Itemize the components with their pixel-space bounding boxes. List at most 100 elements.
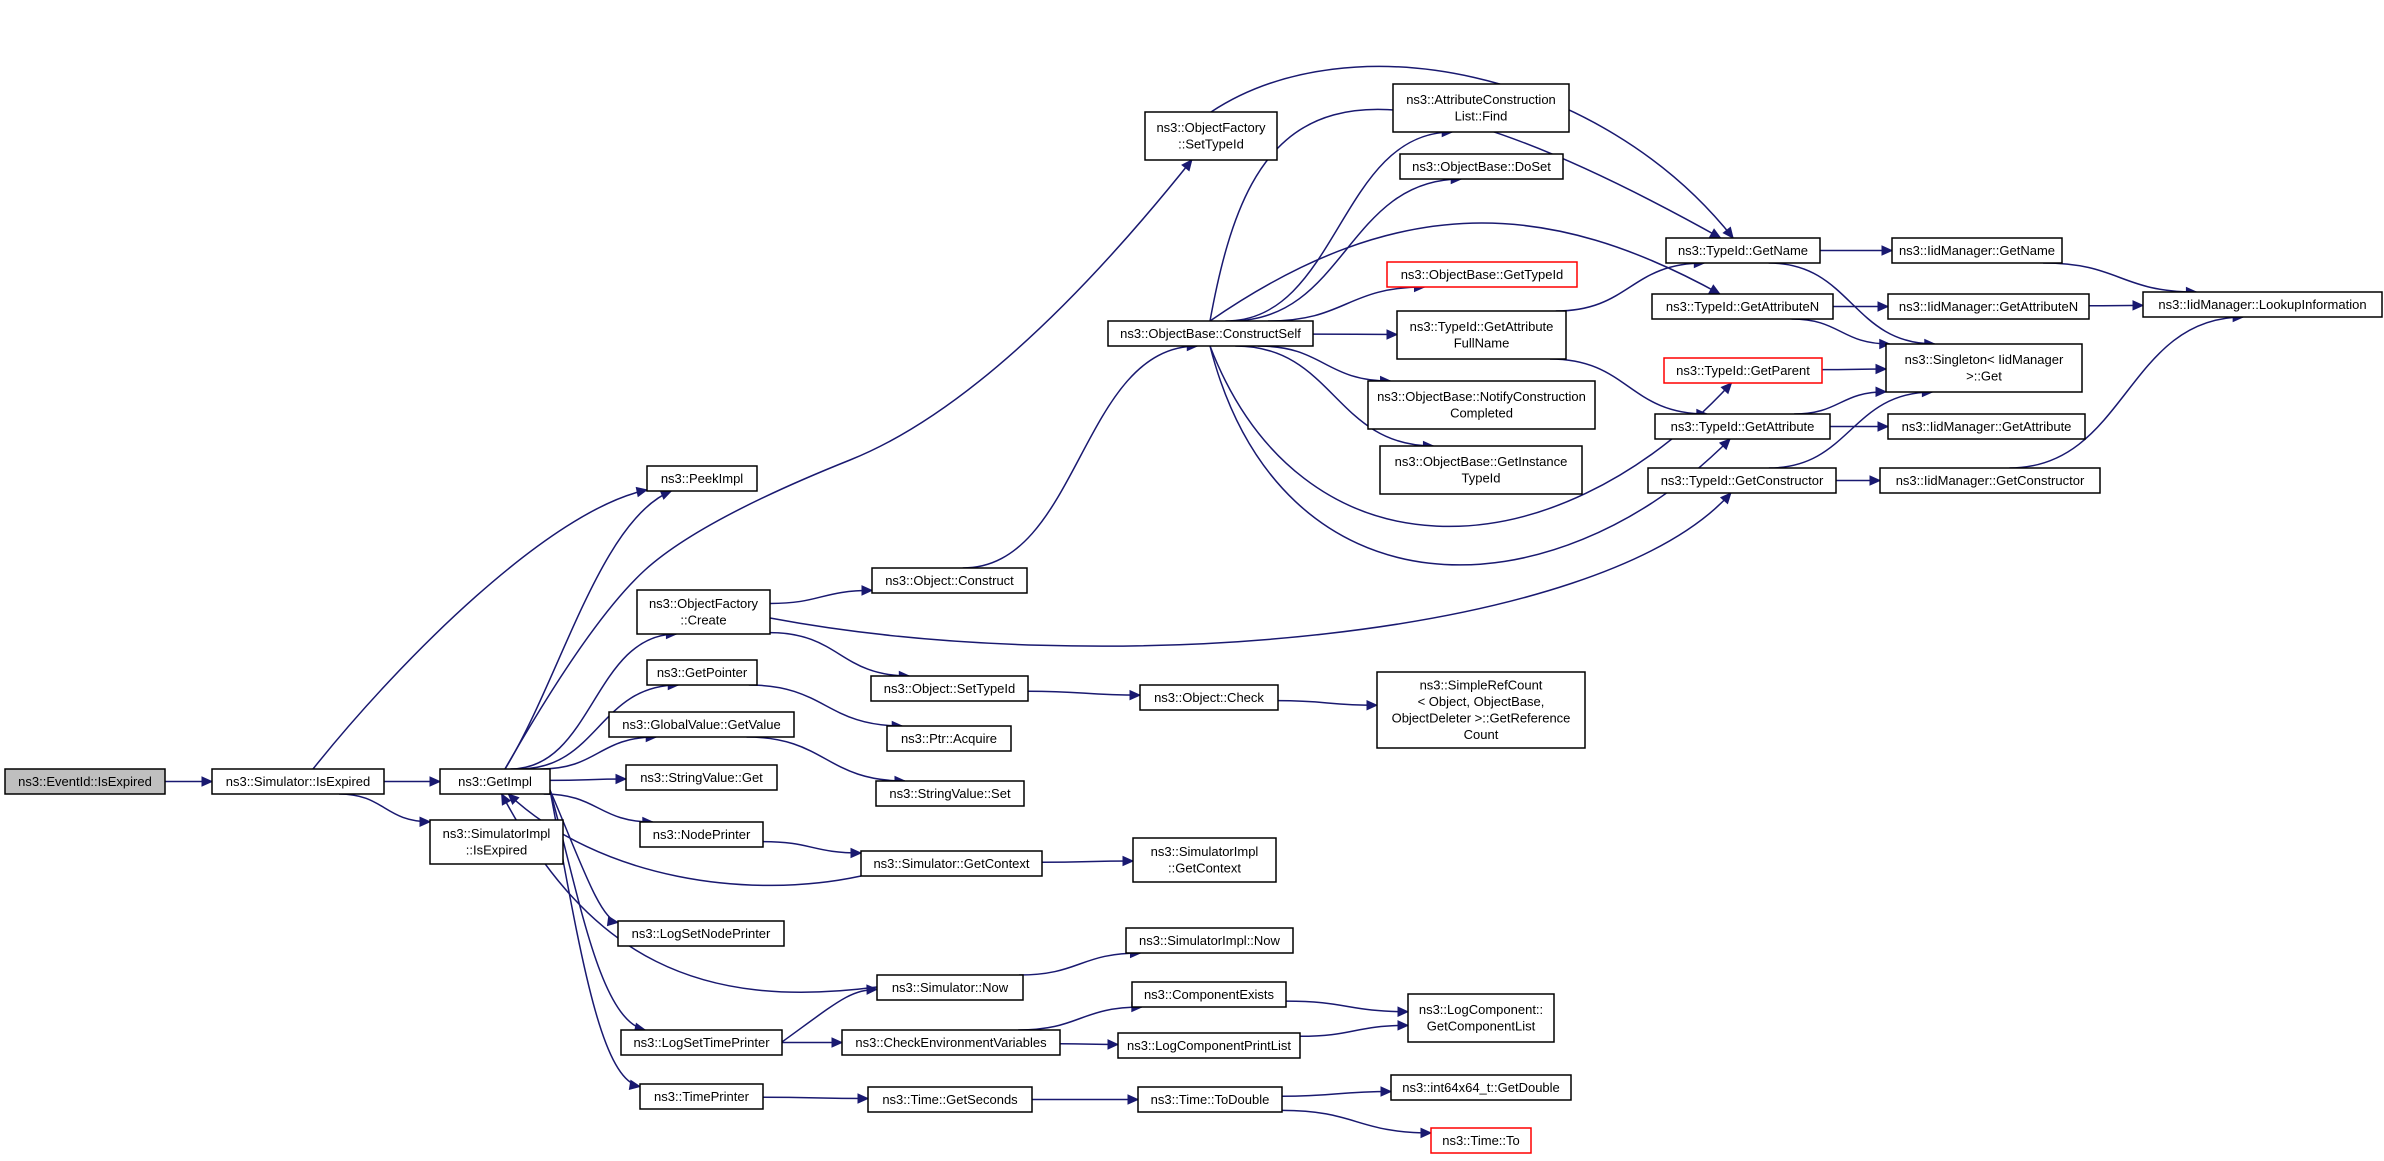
edge-line [2043, 262, 2197, 293]
node-label: ns3::StringValue::Get [640, 770, 763, 785]
function-node[interactable]: ns3::ObjectFactory::SetTypeId [1144, 111, 1278, 161]
node-label: ns3::ObjectFactory [649, 596, 759, 611]
node-box [1132, 837, 1277, 883]
function-node[interactable]: ns3::GlobalValue::GetValue [608, 711, 795, 738]
function-node[interactable]: ns3::Ptr::Acquire [886, 725, 1012, 752]
function-node[interactable]: ns3::CheckEnvironmentVariables [841, 1029, 1061, 1056]
node-label: ns3::TypeId::GetName [1678, 243, 1808, 258]
edge-line [312, 489, 648, 770]
edge-line [1791, 318, 1890, 345]
function-node[interactable]: ns3::LogComponent::GetComponentList [1407, 993, 1555, 1043]
function-node[interactable]: ns3::SimulatorImpl::GetContext [1132, 837, 1277, 883]
function-node[interactable]: ns3::TypeId::GetParent [1663, 357, 1823, 384]
edge-arrowhead [1386, 329, 1399, 340]
function-node[interactable]: ns3::IidManager::GetAttribute [1887, 413, 2086, 440]
node-box [1651, 293, 1834, 320]
node-box [1891, 237, 2063, 264]
node-label: ObjectDeleter >::GetReference [1392, 711, 1571, 726]
function-node[interactable]: ns3::IidManager::GetAttributeN [1887, 293, 2090, 320]
call-edge [1299, 1020, 1410, 1038]
function-node[interactable]: ns3::Time::ToDouble [1137, 1086, 1283, 1113]
node-label: ns3::TypeId::GetAttribute [1410, 319, 1554, 334]
function-node[interactable]: ns3::ObjectBase::GetTypeId [1386, 261, 1578, 288]
function-node[interactable]: ns3::IidManager::LookupInformation [2142, 291, 2383, 318]
node-box [1654, 413, 1831, 440]
edge-arrowhead [507, 793, 520, 806]
node-label: ns3::StringValue::Set [889, 786, 1011, 801]
function-node[interactable]: ns3::TimePrinter [639, 1083, 764, 1110]
node-label: < Object, ObjectBase, [1418, 694, 1545, 709]
function-node[interactable]: ns3::StringValue::Set [875, 780, 1025, 807]
node-box [1379, 445, 1583, 495]
call-edge [962, 340, 1199, 569]
function-node[interactable]: ns3::Simulator::GetContext [860, 850, 1043, 877]
function-node[interactable]: ns3::GetPointer [646, 659, 758, 686]
function-node[interactable]: ns3::int64x64_t::GetDouble [1390, 1074, 1572, 1101]
function-node[interactable]: ns3::IidManager::GetConstructor [1879, 467, 2101, 494]
edge-arrowhead [1881, 245, 1894, 256]
node-label: ns3::TypeId::GetConstructor [1661, 473, 1824, 488]
node-box [608, 711, 795, 738]
function-node[interactable]: ns3::NodePrinter [639, 821, 764, 848]
call-edge [762, 840, 863, 859]
edge-arrowhead [501, 792, 512, 806]
call-edge [1836, 475, 1882, 486]
function-node[interactable]: ns3::ComponentExists [1131, 981, 1287, 1008]
function-node[interactable]: ns3::Object::Check [1139, 684, 1279, 711]
call-edge [1281, 1086, 1393, 1098]
function-nodes: ns3::EventId::IsExpired ns3::Simulator::I… [4, 83, 2383, 1154]
node-label: GetComponentList [1427, 1019, 1536, 1034]
edge-arrowhead [1869, 475, 1882, 486]
function-node[interactable]: ns3::Object::SetTypeId [870, 675, 1029, 702]
node-label: ns3::ComponentExists [1144, 987, 1275, 1002]
function-node[interactable]: ns3::Time::GetSeconds [867, 1086, 1033, 1113]
function-node[interactable]: ns3::TypeId::GetAttribute [1654, 413, 1831, 440]
node-box [876, 974, 1024, 1001]
node-label: ns3::Simulator::IsExpired [226, 774, 371, 789]
function-node[interactable]: ns3::PeekImpl [646, 465, 758, 492]
node-label: ns3::SimulatorImpl [1151, 844, 1259, 859]
function-node[interactable]: ns3::SimulatorImpl::Now [1125, 927, 1294, 954]
edge-arrowhead [1875, 386, 1888, 398]
function-node[interactable]: ns3::LogSetNodePrinter [617, 920, 785, 947]
function-node[interactable]: ns3::TypeId::GetAttributeN [1651, 293, 1834, 320]
function-node[interactable]: ns3::SimulatorImpl::IsExpired [429, 819, 564, 865]
edge-line [769, 631, 910, 677]
edge-line [504, 159, 1193, 770]
node-label: ns3::ObjectBase::GetTypeId [1401, 267, 1564, 282]
call-edge [762, 1093, 870, 1104]
function-node[interactable]: ns3::GetImpl [439, 768, 551, 795]
function-node[interactable]: ns3::Simulator::Now [876, 974, 1024, 1001]
function-node[interactable]: ns3::LogComponentPrintList [1117, 1032, 1301, 1059]
function-node[interactable]: ns3::ObjectBase::ConstructSelf [1107, 320, 1314, 347]
edge-arrowhead [861, 585, 874, 596]
function-node[interactable]: ns3::LogSetTimePrinter [620, 1029, 783, 1056]
function-node[interactable]: ns3::Simulator::IsExpired [211, 768, 385, 795]
call-edge [1019, 947, 1142, 976]
node-label: TypeId [1461, 471, 1500, 486]
function-node[interactable]: ns3::ObjectBase::NotifyConstructionCompl… [1367, 380, 1596, 430]
function-node[interactable]: ns3::ObjectBase::DoSet [1399, 153, 1564, 180]
function-node[interactable]: ns3::EventId::IsExpired [4, 768, 166, 795]
function-node[interactable]: ns3::Time::To [1430, 1127, 1532, 1154]
function-node[interactable]: ns3::ObjectFactory::Create [636, 589, 771, 635]
edge-arrowhead [1397, 1006, 1410, 1017]
node-box [867, 1086, 1033, 1113]
node-label: List::Find [1455, 109, 1508, 124]
function-node[interactable]: ns3::SimpleRefCount< Object, ObjectBase,… [1376, 671, 1586, 749]
edge-line [1018, 1006, 1142, 1031]
call-edge [1027, 689, 1142, 701]
function-node[interactable]: ns3::StringValue::Get [625, 764, 778, 791]
function-node[interactable]: ns3::IidManager::GetName [1891, 237, 2063, 264]
edge-line [748, 684, 903, 727]
node-box [841, 1029, 1061, 1056]
function-node[interactable]: ns3::TypeId::GetName [1665, 237, 1821, 264]
function-node[interactable]: ns3::Object::Construct [871, 567, 1028, 594]
node-label: ns3::Singleton< IidManager [1905, 352, 2064, 367]
call-edge [1312, 329, 1399, 340]
function-node[interactable]: ns3::Singleton< IidManager>::Get [1885, 343, 2083, 393]
function-node[interactable]: ns3::TypeId::GetConstructor [1647, 467, 1837, 494]
